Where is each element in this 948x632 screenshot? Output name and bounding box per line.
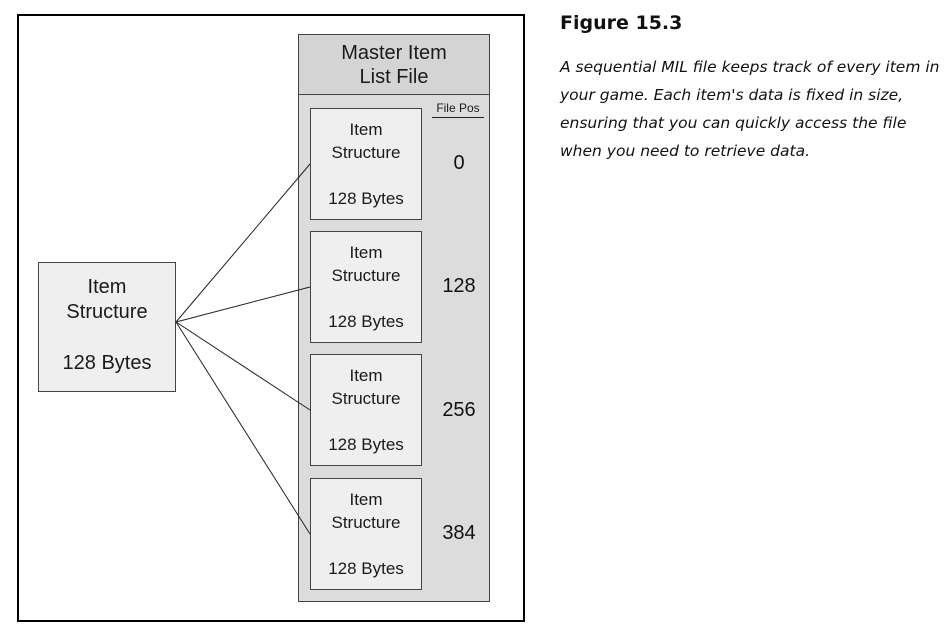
entry-file-pos: 256 (442, 399, 476, 421)
entry-size: 128 Bytes (328, 189, 404, 208)
mil-entry: Item Structure 128 Bytes (310, 231, 422, 343)
entry-name: Item Structure (331, 243, 401, 285)
figure-caption: A sequential MIL file keeps track of eve… (560, 58, 940, 160)
entry-file-pos: 384 (442, 522, 476, 544)
entry-file-pos: 128 (442, 275, 476, 297)
mil-entry: Item Structure 128 Bytes (310, 478, 422, 590)
entry-name: Item Structure (331, 490, 401, 532)
entry-name: Item Structure (331, 120, 401, 162)
mil-entry: Item Structure 128 Bytes (310, 108, 422, 220)
entry-name: Item Structure (331, 366, 401, 408)
source-item-size: 128 Bytes (62, 352, 152, 374)
mil-file-title: Master Item List File (299, 35, 489, 95)
entry-size: 128 Bytes (328, 312, 404, 331)
figure-title: Figure 15.3 (560, 12, 683, 34)
mil-entry: Item Structure 128 Bytes (310, 354, 422, 466)
entry-file-pos: 0 (453, 152, 465, 174)
file-pos-column-label: File Pos (432, 101, 484, 118)
entry-size: 128 Bytes (328, 559, 404, 578)
source-item-structure: Item Structure 128 Bytes (38, 262, 176, 392)
entry-size: 128 Bytes (328, 435, 404, 454)
source-item-name: Item Structure (66, 276, 148, 323)
